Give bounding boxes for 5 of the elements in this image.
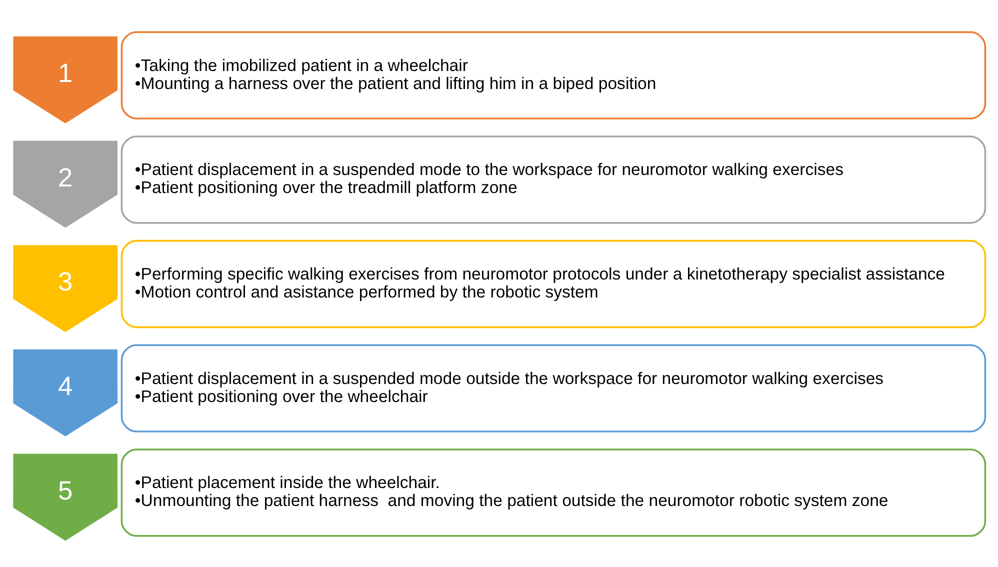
node-box: •Patient placement inside the wheelchair. •Unmounting the patient harness and moving the patient outside the neuromotor robotic system zone [120, 448, 986, 536]
node-box: •Performing specific walking exercises from neuromotor protocols under a kinetotherapy specialist assistance •Motion control and asistance performed by the robotic system [120, 239, 986, 328]
node-box: •Patient displacement in a suspended mode outside the workspace for neuromotor walking exercises •Patient positioning over the wheelchair [120, 344, 986, 432]
node-box: •Patient displacement in a suspended mode to the workspace for neuromotor walking exercises •Patient positioning over the treadmill platform zone [120, 135, 986, 224]
node-box: •Taking the imobilized patient in a wheelchair •Mounting a harness over the patient and lifting him in a biped position [120, 30, 986, 119]
